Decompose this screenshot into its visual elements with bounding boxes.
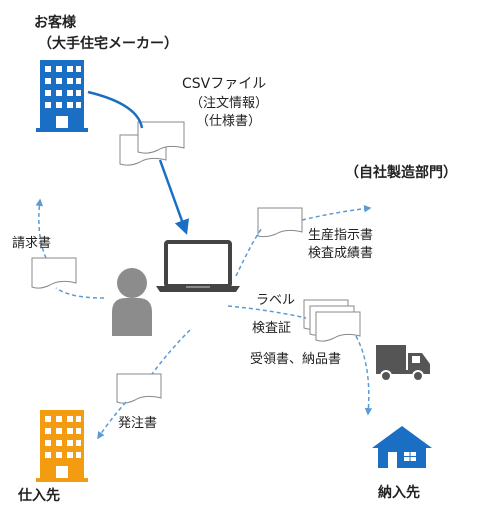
supplier-building-icon — [36, 410, 88, 482]
invoice-label: 請求書 — [12, 236, 52, 251]
customer-subtitle: （大手住宅メーカー） — [38, 36, 178, 52]
person-to-supplier-arrow — [98, 329, 191, 438]
truck-icon — [376, 345, 430, 382]
csv-order-info: （注文情報） — [190, 96, 269, 111]
csv-title: CSVファイル — [182, 76, 267, 92]
purchase-order-label: 発注書 — [118, 416, 158, 431]
person-to-shipping-arrow — [227, 305, 369, 414]
inspection-report-label: 検査成績書 — [308, 246, 374, 261]
laptop-icon — [156, 240, 240, 292]
delivery-label: 納入先 — [378, 485, 420, 501]
customer-to-laptop-arrow — [87, 90, 144, 129]
csv-doc-front-icon — [137, 121, 185, 154]
person-icon — [112, 268, 152, 336]
invoice-doc-icon — [31, 257, 77, 289]
customer-building-icon — [36, 60, 88, 132]
customer-title: お客様 — [34, 15, 76, 31]
csv-spec: （仕様書） — [196, 114, 262, 129]
production-instruction-label: 生産指示書 — [308, 228, 374, 243]
delivery-house-icon — [372, 426, 432, 468]
production-doc-icon — [257, 207, 303, 238]
person-to-invoice-arrow — [39, 200, 105, 299]
laptop-to-production-arrow — [235, 208, 370, 277]
purchase-order-doc-icon — [116, 373, 162, 404]
supplier-label: 仕入先 — [18, 488, 60, 504]
inspection-cert-label: 検査証 — [252, 321, 292, 336]
receipt-delivery-label: 受領書、納品書 — [250, 352, 342, 367]
shipping-label-label: ラベル — [256, 293, 296, 308]
shipping-doc-front-icon — [315, 311, 361, 342]
own-company-label: （自社製造部門） — [345, 165, 457, 181]
